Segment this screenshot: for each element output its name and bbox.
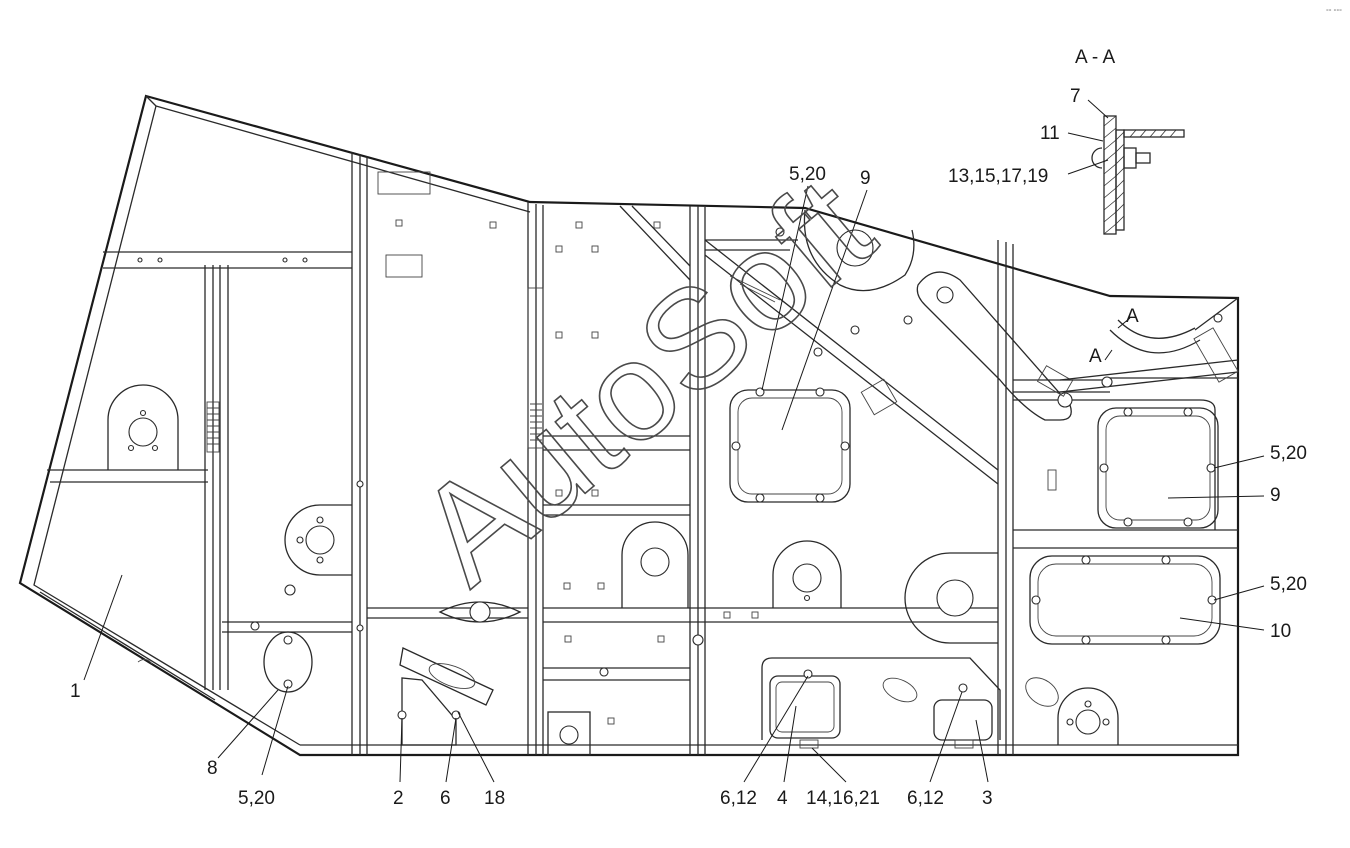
callout-1: 1: [70, 681, 81, 702]
callout-10: 10: [1270, 621, 1291, 642]
vertical-posts: [204, 152, 1014, 755]
callout-3: 3: [982, 788, 993, 809]
rivets: [137, 171, 1057, 725]
callout-4: 4: [777, 788, 788, 809]
section-title: A - A: [1075, 47, 1115, 68]
corner-mark: °° °°°: [1326, 8, 1342, 16]
callout-6: 6: [440, 788, 451, 809]
callout-8: 8: [207, 758, 218, 779]
watermark-text: AutoSoft: [388, 148, 900, 613]
callout-5-20-right-1: 5,20: [1270, 443, 1307, 464]
callout-5-20-bottom-left: 5,20: [238, 788, 275, 809]
callout-5-20-right-2: 5,20: [1270, 574, 1307, 595]
callout-2: 2: [393, 788, 404, 809]
callout-7: 7: [1070, 86, 1081, 107]
horizontal-rails: [47, 239, 1238, 681]
callout-9-top: 9: [860, 168, 871, 189]
leader-lines: [83, 99, 1265, 783]
callout-6-12-left: 6,12: [720, 788, 757, 809]
callout-13-15-17-19: 13,15,17,19: [948, 166, 1048, 187]
callout-14-16-21: 14,16,21: [806, 788, 880, 809]
callout-6-12-right: 6,12: [907, 788, 944, 809]
pivot-arm: [803, 209, 1239, 421]
section-detail: [1091, 115, 1185, 235]
callout-9-right: 9: [1270, 485, 1281, 506]
callout-18: 18: [484, 788, 505, 809]
inspection-hatches: [263, 387, 1221, 749]
section-mark-upper: A: [1126, 306, 1139, 327]
mounting-flanges: [107, 384, 1119, 756]
section-mark-lower: A: [1089, 346, 1102, 367]
callout-11: 11: [1040, 123, 1060, 144]
callout-5-20-top: 5,20: [789, 164, 826, 185]
diagonal-braces: [619, 205, 999, 485]
